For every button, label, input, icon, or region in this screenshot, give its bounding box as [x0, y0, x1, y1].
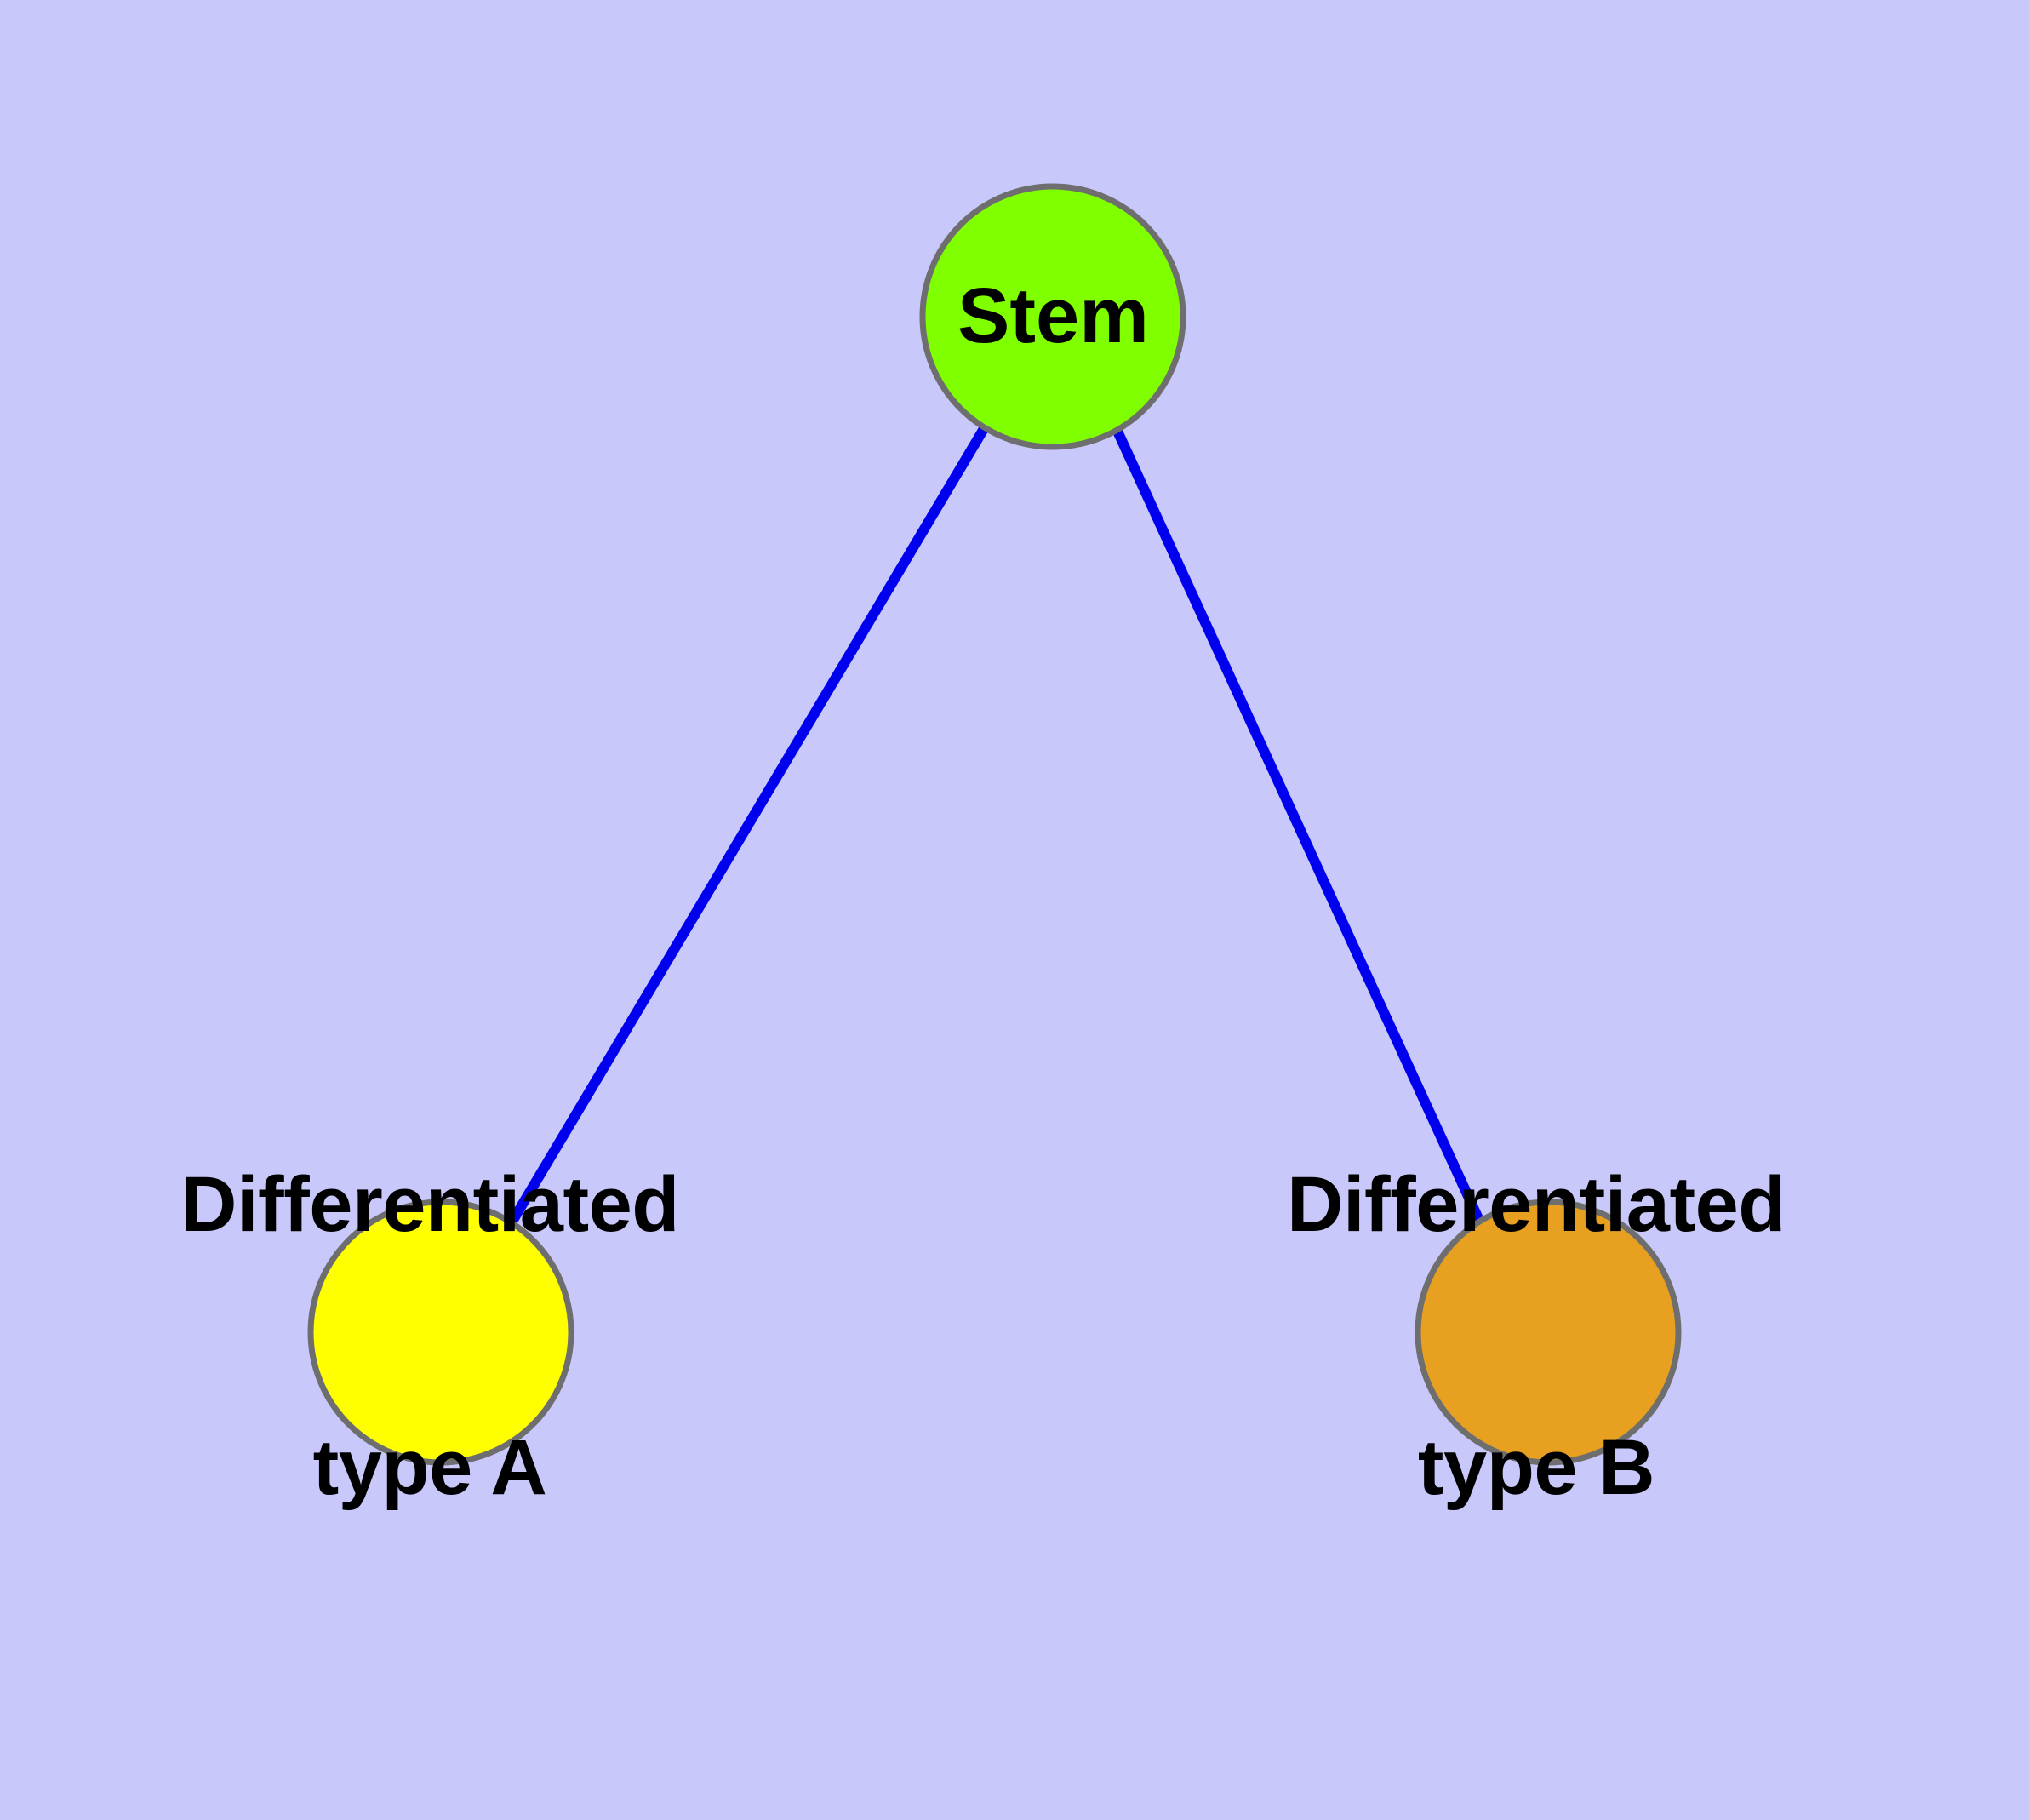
node-stem[interactable]	[919, 183, 1186, 450]
edge-layer	[506, 423, 1486, 1228]
node-differentiated-type-a[interactable]	[307, 1199, 574, 1466]
edge-stem-to-differentiated-type-b[interactable]	[1110, 423, 1486, 1227]
node-differentiated-type-b[interactable]	[1415, 1199, 1682, 1466]
edge-stem-to-differentiated-type-a[interactable]	[506, 424, 990, 1228]
node-layer	[307, 183, 1682, 1466]
